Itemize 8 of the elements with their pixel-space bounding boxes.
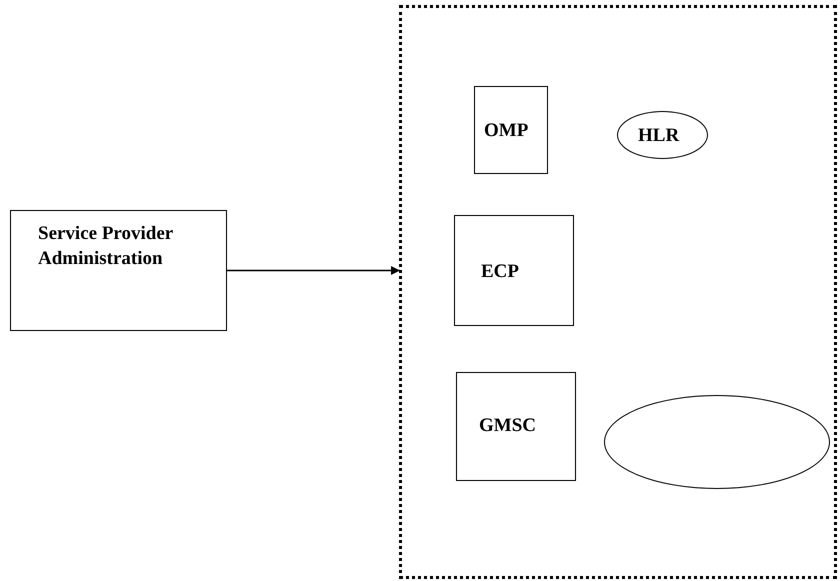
database-ellipse: HLR [617,111,708,159]
process-box: ECP [454,215,574,326]
process-box: Service Provider Administration [10,210,227,331]
process-box: OMP [474,86,548,174]
arrow [227,266,400,275]
process-box: GMSC [456,372,576,481]
switch-ellipse [604,395,830,489]
system-boundary [399,5,837,579]
